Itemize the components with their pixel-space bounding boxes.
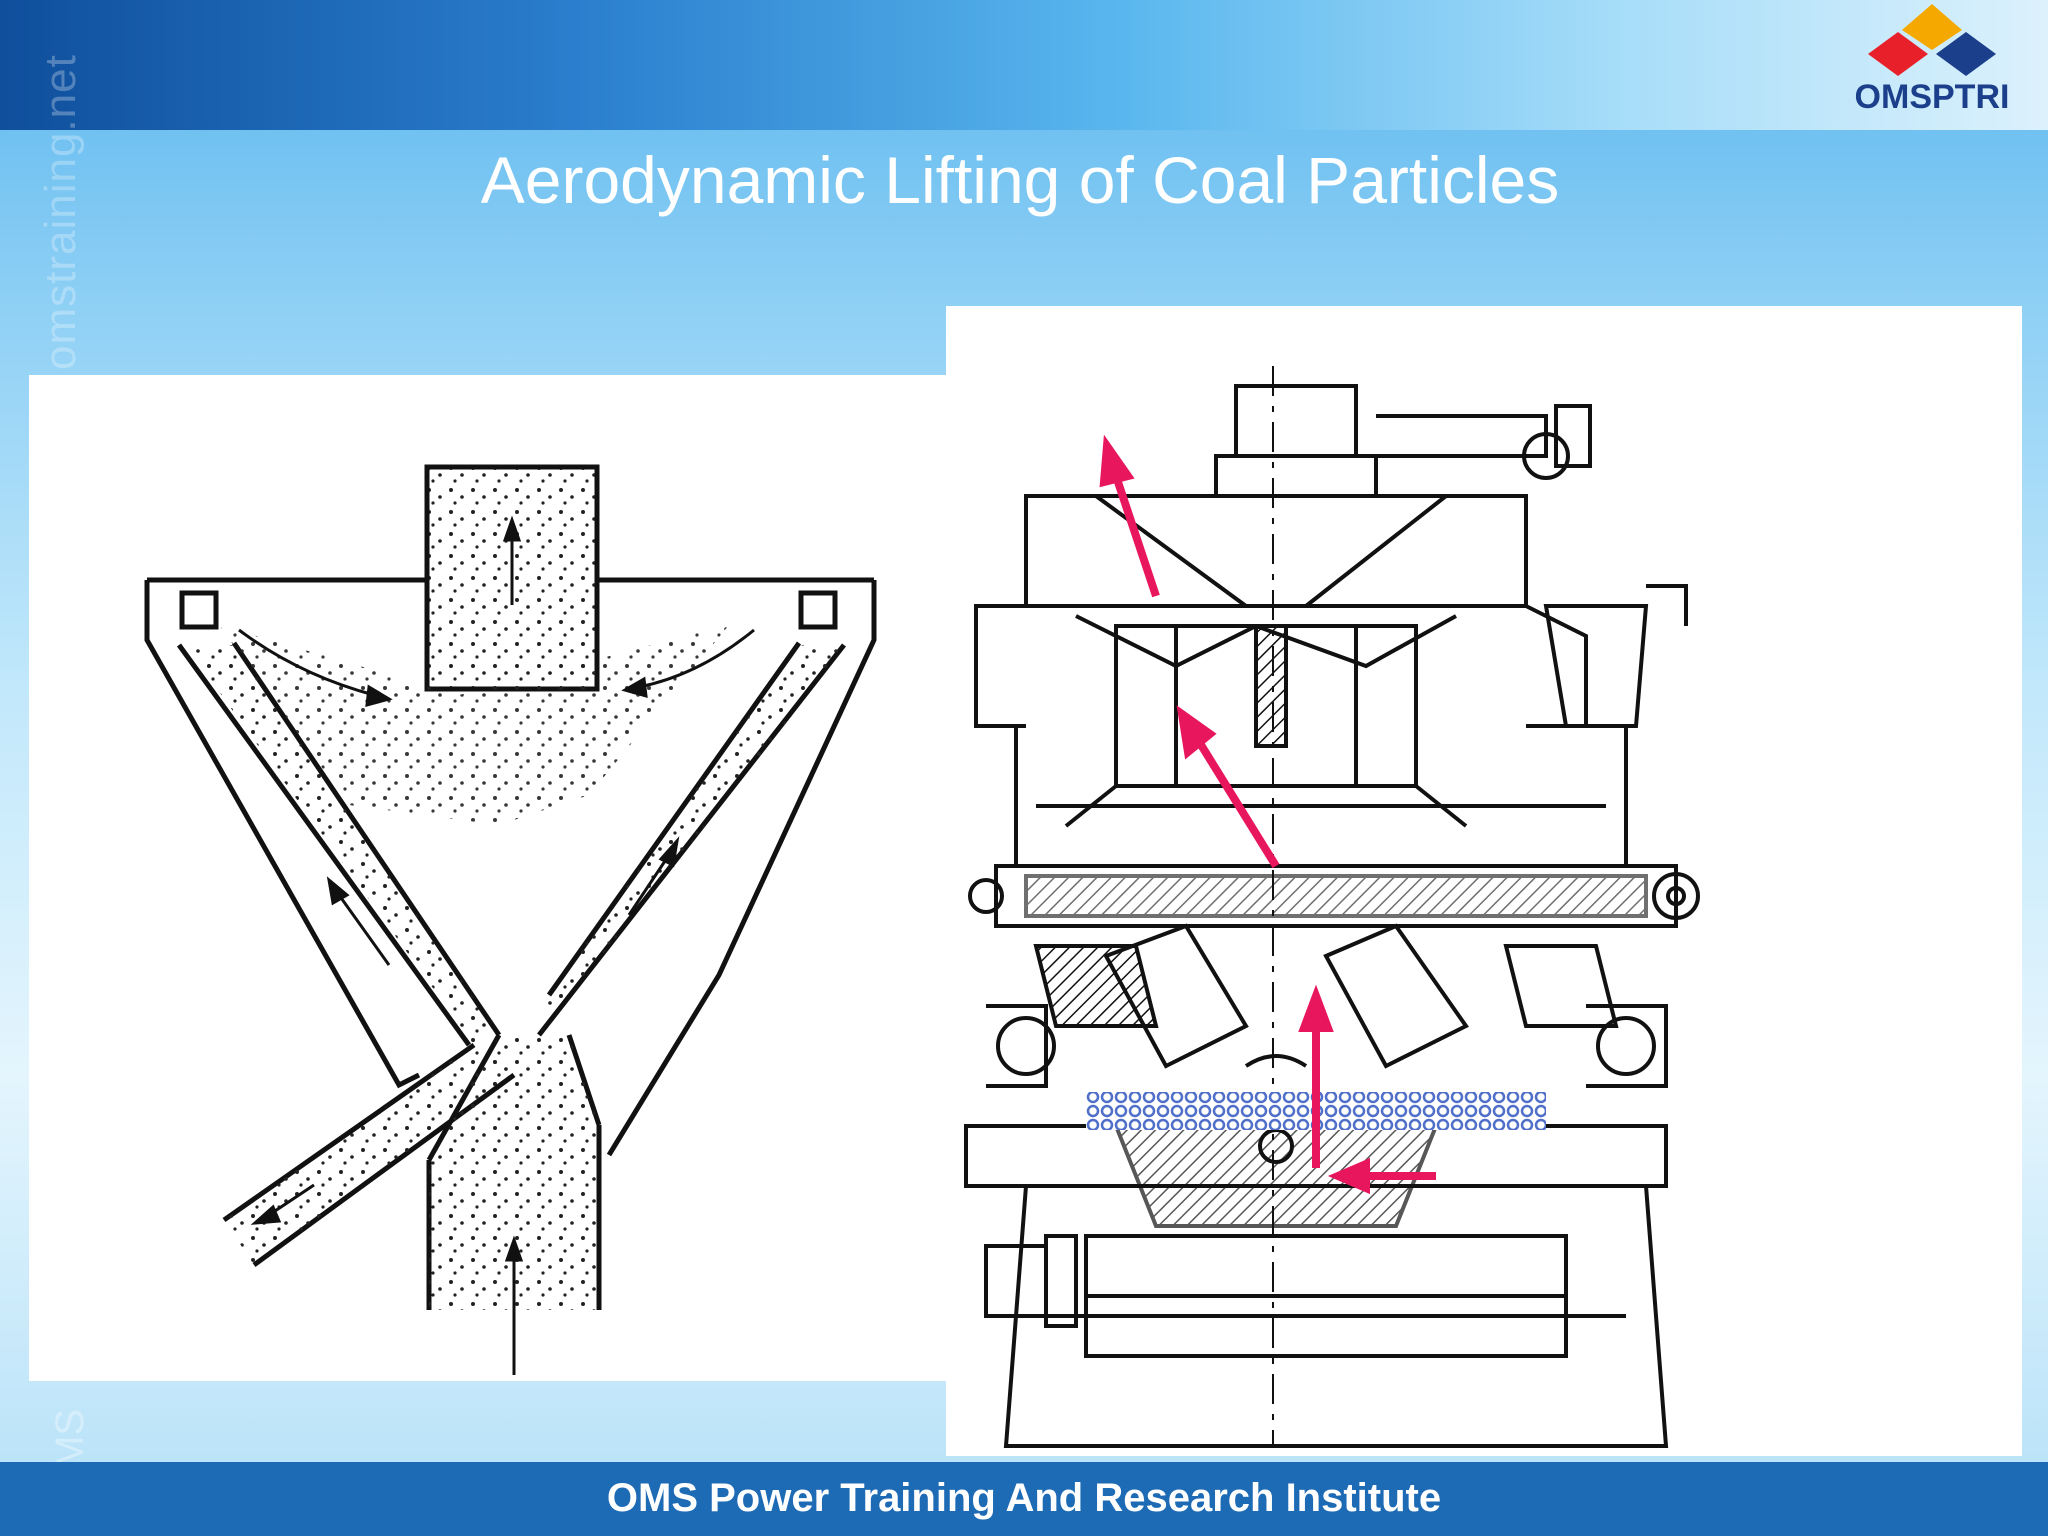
- logo-diamond-icon: [1868, 4, 1996, 76]
- classifier-diagram-icon: [144, 464, 877, 1375]
- header-band: [0, 0, 2048, 130]
- side-watermark: omstraining.net: [36, 54, 85, 370]
- classifier-diagram: [29, 375, 949, 1381]
- logo-text: OMSPTRI: [1854, 78, 2010, 116]
- bowl-mill-diagram: [946, 306, 2022, 1456]
- footer-bar: OMS Power Training And Research Institut…: [0, 1462, 2048, 1536]
- omsptri-logo: OMSPTRI: [1852, 2, 2012, 122]
- footer-text: OMS Power Training And Research Institut…: [606, 1476, 1442, 1520]
- bowl-mill-diagram-icon: [964, 366, 1700, 1448]
- slide-title: Aerodynamic Lifting of Coal Particles: [480, 143, 1560, 217]
